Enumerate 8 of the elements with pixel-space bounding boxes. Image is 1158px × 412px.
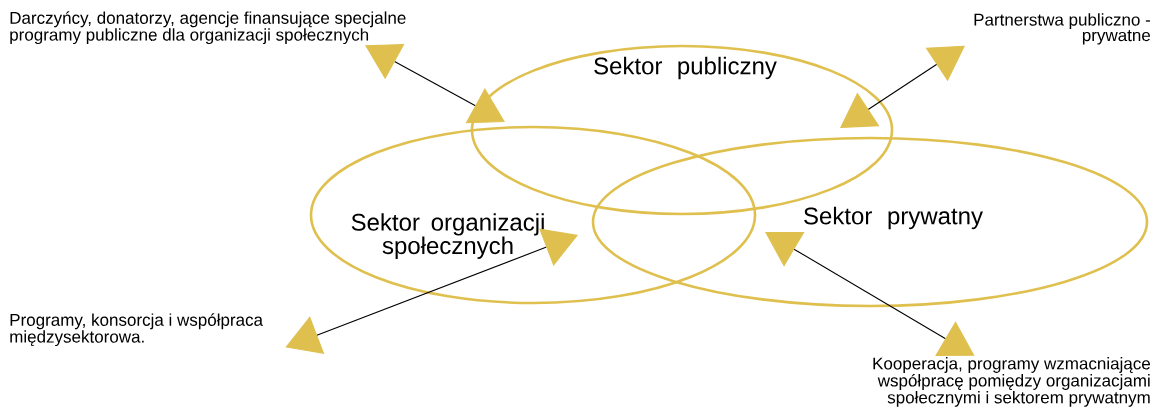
annotation-text: Programy, konsorcja i współpraca międzysektorowa. bbox=[10, 313, 263, 347]
annotation-text: Darczyńcy, donatorzy, agencje finansujące specjalne programy publiczne dla organizacji społecznych bbox=[10, 11, 406, 45]
double-arrow bbox=[840, 45, 965, 128]
annotation-text: Kooperacja, programy wzmacniające współpracę pomiędzy organizacjami społecznymi i sektorem prywatnym bbox=[873, 357, 1150, 407]
double-arrow bbox=[765, 231, 975, 356]
double-arrow bbox=[365, 44, 505, 124]
double-arrow bbox=[285, 228, 578, 354]
annotation-text: Partnerstwa publiczno - prywatne bbox=[974, 13, 1151, 45]
